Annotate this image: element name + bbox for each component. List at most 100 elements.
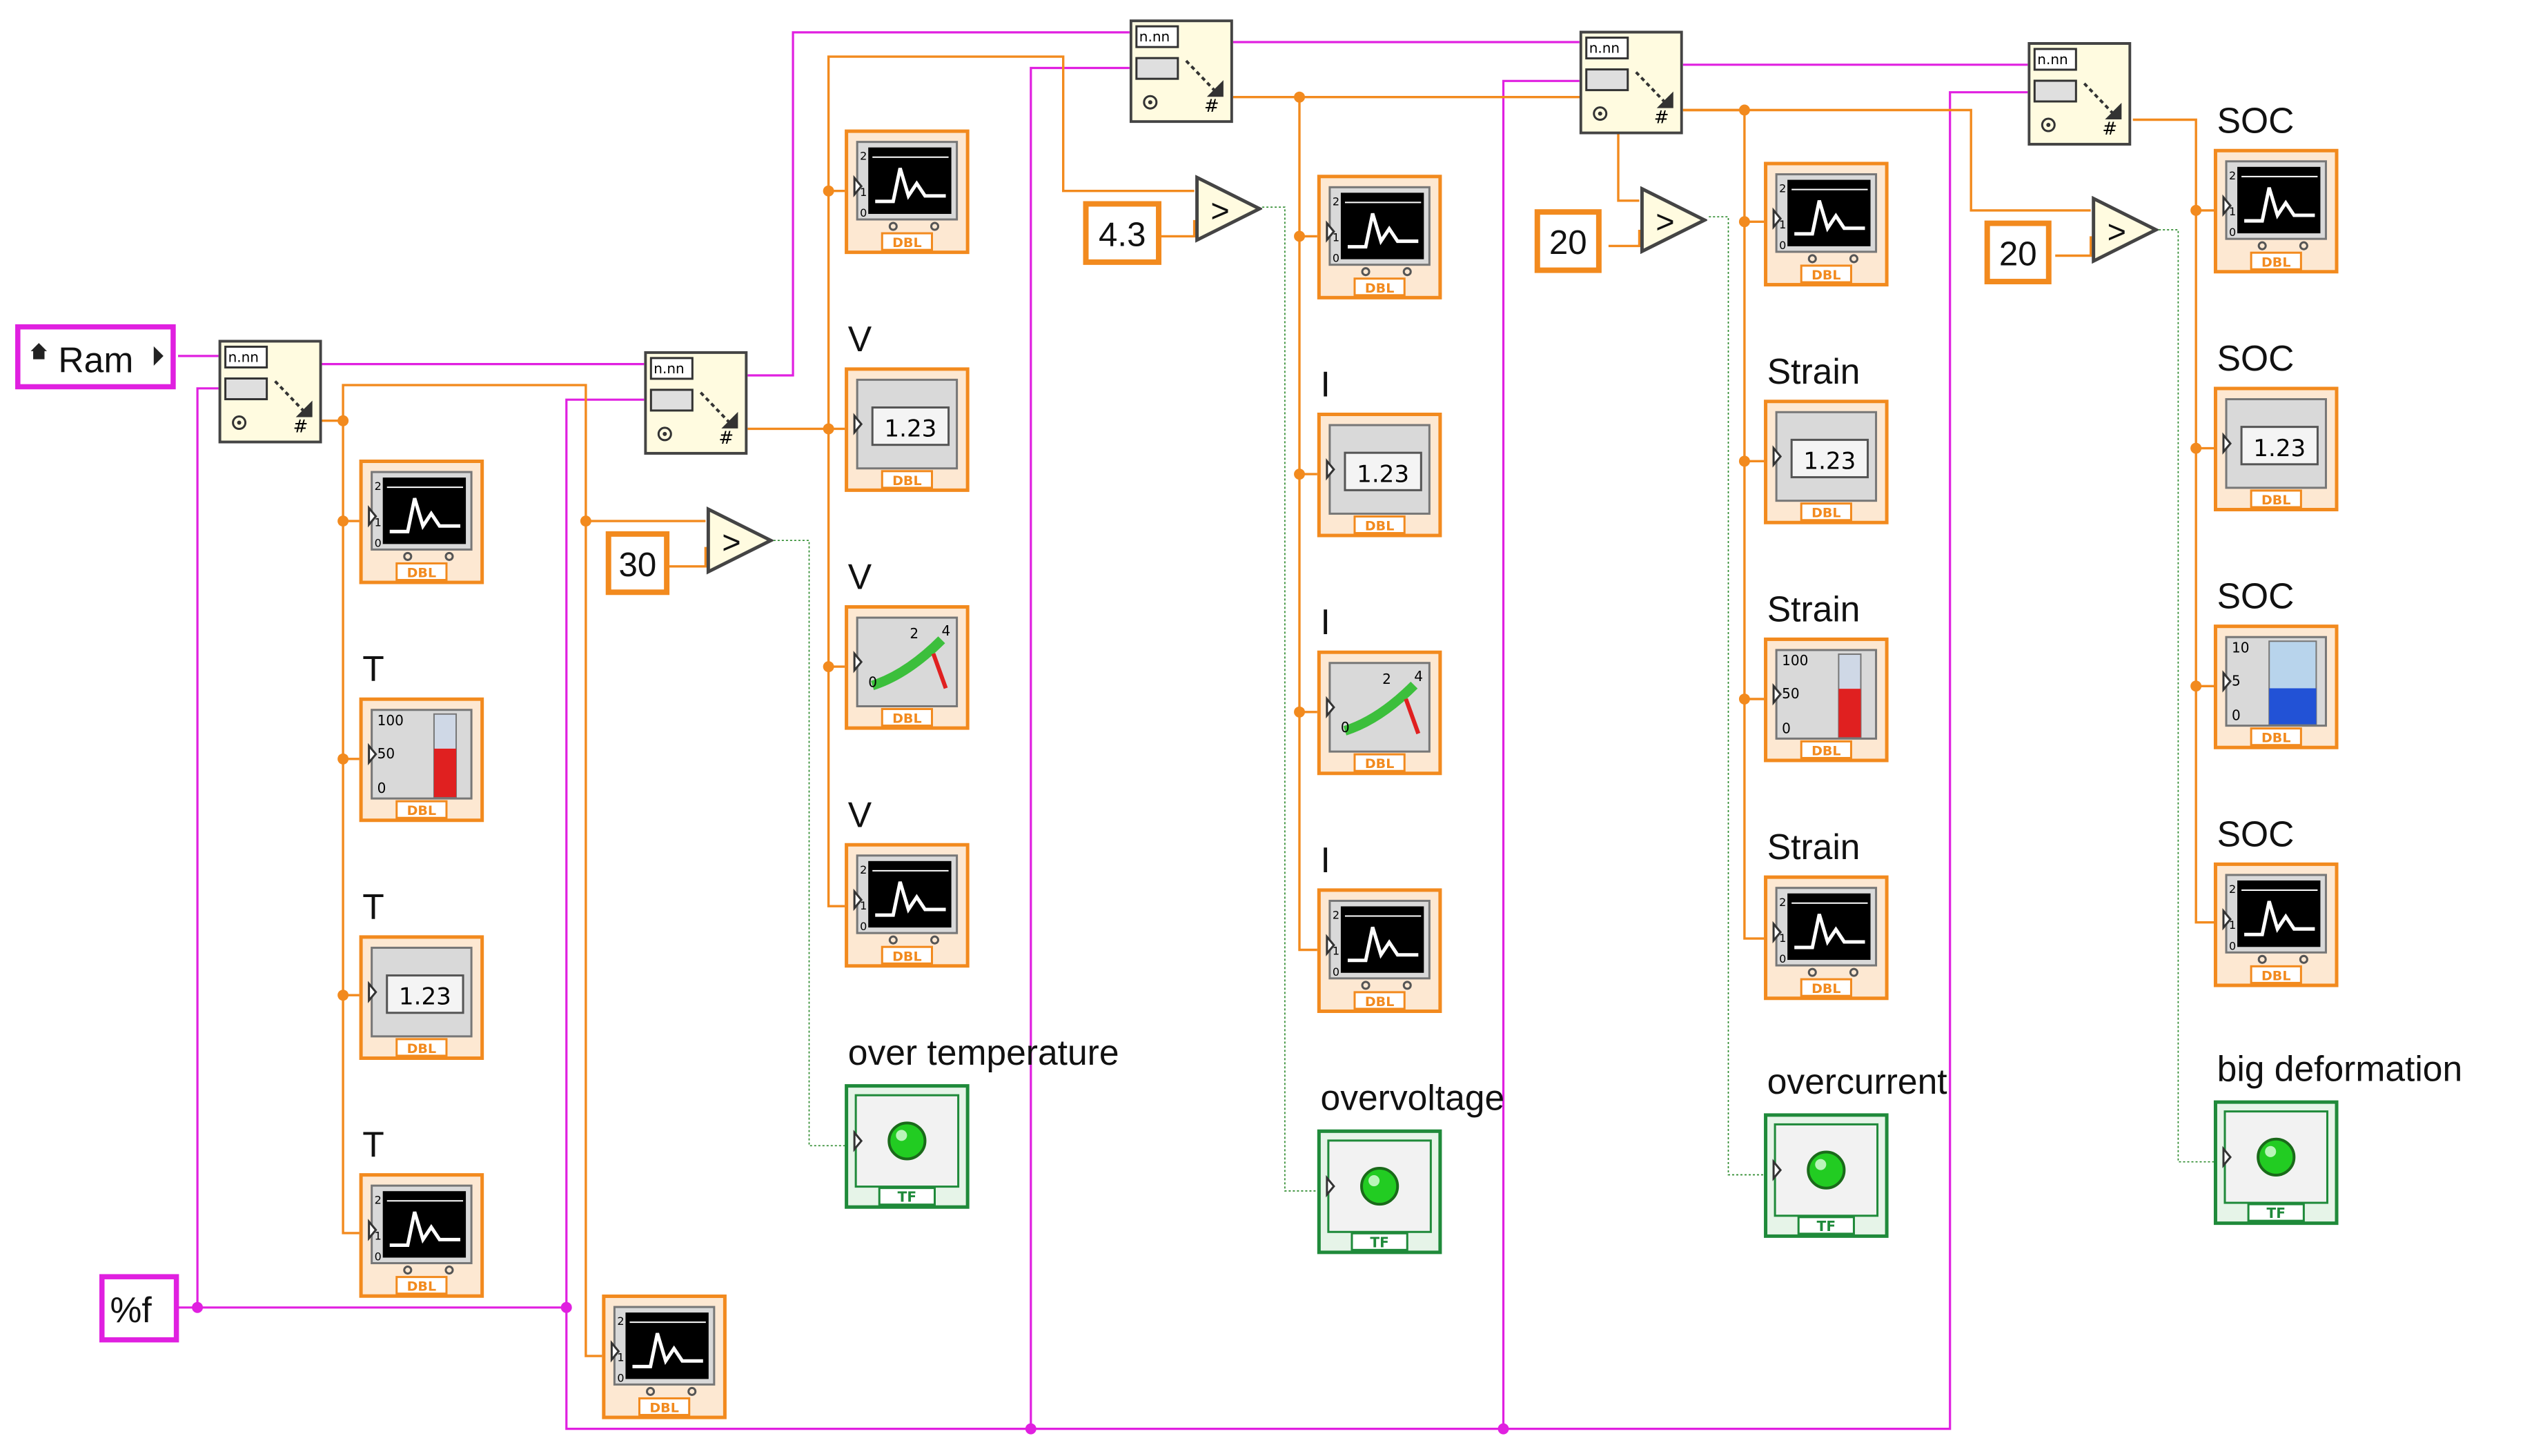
- group-3-chart-indicator-4[interactable]: DBL: [1319, 889, 1441, 1012]
- group-1-chart-indicator-4[interactable]: DBL: [361, 1174, 483, 1297]
- dbl-type-tag: DBL: [892, 473, 921, 489]
- chart-indicator-frame: [2215, 864, 2337, 986]
- scan-from-string-node-5[interactable]: [2029, 43, 2130, 144]
- wire-junction: [1738, 104, 1750, 116]
- tank-tick-label: 0: [377, 780, 386, 796]
- group-4-chart-indicator-4[interactable]: DBL: [1765, 877, 1887, 999]
- numeric-wire[interactable]: [585, 518, 602, 1357]
- dbl-type-tag: DBL: [1811, 506, 1840, 521]
- format-string-constant[interactable]: %f: [99, 1274, 179, 1343]
- numeric-wire[interactable]: [342, 420, 360, 1234]
- home-icon: [30, 343, 48, 360]
- group-2-chart-indicator-4[interactable]: DBL: [846, 845, 968, 967]
- indicator-label: Strain: [1767, 589, 1860, 629]
- digital-readout: 1.23: [1357, 460, 1409, 488]
- group-5-alarm-led[interactable]: TF: [2215, 1102, 2337, 1224]
- group-3-chart-indicator-1[interactable]: DBL: [1319, 176, 1441, 298]
- numeric-constant-2[interactable]: 4.3: [1083, 201, 1162, 265]
- tank-tick-label: 0: [2232, 707, 2241, 724]
- numeric-constant-1[interactable]: 30: [605, 531, 670, 596]
- dbl-type-tag: DBL: [2261, 968, 2290, 983]
- boolean-wire[interactable]: [1262, 206, 1317, 1192]
- digital-readout: 1.23: [2253, 435, 2306, 462]
- string-wire[interactable]: [747, 31, 1130, 377]
- numeric-constant-4[interactable]: 20: [1984, 220, 2052, 285]
- group-5-chart-indicator-4[interactable]: DBL: [2215, 864, 2337, 986]
- dbl-type-tag: DBL: [1811, 981, 1840, 996]
- numeric-wire[interactable]: [1159, 219, 1196, 238]
- boolean-wire[interactable]: [773, 540, 845, 1147]
- greater-than-node-1[interactable]: >: [708, 509, 771, 572]
- chart-indicator-frame: [1319, 889, 1441, 1012]
- wire-junction: [2190, 680, 2202, 692]
- scan-from-string-node-2[interactable]: [645, 353, 746, 453]
- group-1-extra-chart-indicator[interactable]: DBL: [603, 1296, 725, 1418]
- greater-than-node-3[interactable]: >: [1642, 189, 1705, 252]
- wire-junction: [192, 1301, 204, 1313]
- format-wire[interactable]: [196, 387, 219, 1308]
- ram-label: Ram: [58, 340, 133, 380]
- numeric-wire[interactable]: [827, 429, 845, 907]
- numeric-wire[interactable]: [320, 384, 587, 518]
- numeric-wire[interactable]: [2132, 118, 2214, 924]
- numeric-wire[interactable]: [1682, 108, 1765, 940]
- chart-indicator-frame: [1319, 176, 1441, 298]
- indicator-label: Strain: [1767, 827, 1860, 867]
- boolean-wire[interactable]: [2159, 229, 2214, 1163]
- scan-from-string-node-4[interactable]: [1581, 32, 1682, 133]
- group-4-chart-indicator-1[interactable]: DBL: [1765, 164, 1887, 286]
- numeric-constant-3[interactable]: 20: [1534, 209, 1602, 273]
- group-4-alarm-led[interactable]: TF: [1765, 1114, 1887, 1237]
- group-3-alarm-led[interactable]: TF: [1319, 1131, 1441, 1253]
- constant-value: 30: [619, 546, 657, 584]
- numeric-wire[interactable]: [1608, 230, 1641, 248]
- constant-value: 20: [1999, 235, 2037, 273]
- group-1-chart-indicator-1[interactable]: DBL: [361, 461, 483, 583]
- ram-string-control[interactable]: Ram: [15, 324, 176, 390]
- numeric-wire[interactable]: [1298, 97, 1317, 952]
- constant-frame: [1534, 209, 1602, 273]
- constant-value: 4.3: [1099, 215, 1146, 253]
- group-2-alarm-led[interactable]: TF: [846, 1085, 968, 1208]
- dbl-type-tag: DBL: [407, 1041, 436, 1056]
- format-wire[interactable]: [1502, 79, 1580, 1429]
- tank-tick-label: 10: [2232, 639, 2250, 656]
- format-wire[interactable]: [565, 398, 645, 1308]
- scan-from-string-node-3[interactable]: [1131, 21, 1232, 121]
- dbl-type-tag: DBL: [407, 566, 436, 581]
- boolean-wire[interactable]: [1709, 216, 1765, 1176]
- indicator-label: SOC: [2217, 100, 2295, 140]
- format-wire[interactable]: [565, 91, 2028, 1430]
- chart-indicator-frame: [2215, 150, 2337, 273]
- indicator-label: SOC: [2217, 576, 2295, 616]
- numeric-wire[interactable]: [1682, 108, 2091, 212]
- numeric-wire[interactable]: [1232, 95, 1640, 202]
- greater-than-symbol: >: [2108, 214, 2126, 250]
- chart-indicator-frame: [846, 845, 968, 967]
- dbl-type-tag: DBL: [1365, 281, 1394, 296]
- dbl-type-tag: DBL: [892, 949, 921, 964]
- dbl-type-tag: DBL: [1365, 994, 1394, 1010]
- scan-from-string-node-1[interactable]: [220, 341, 321, 442]
- dbl-type-tag: DBL: [407, 1279, 436, 1295]
- numeric-wire[interactable]: [747, 55, 1195, 431]
- group-2-chart-indicator-1[interactable]: DBL: [846, 131, 968, 253]
- bool-type-tag: TF: [1817, 1218, 1836, 1234]
- format-wire[interactable]: [1030, 66, 1130, 1429]
- greater-than-node-2[interactable]: >: [1197, 177, 1260, 240]
- greater-than-node-4[interactable]: >: [2094, 199, 2157, 262]
- chart-indicator-frame: [361, 1174, 483, 1297]
- numeric-wire[interactable]: [667, 547, 707, 568]
- group-5-chart-indicator-1[interactable]: DBL: [2215, 150, 2337, 273]
- numeric-wire[interactable]: [2055, 236, 2092, 257]
